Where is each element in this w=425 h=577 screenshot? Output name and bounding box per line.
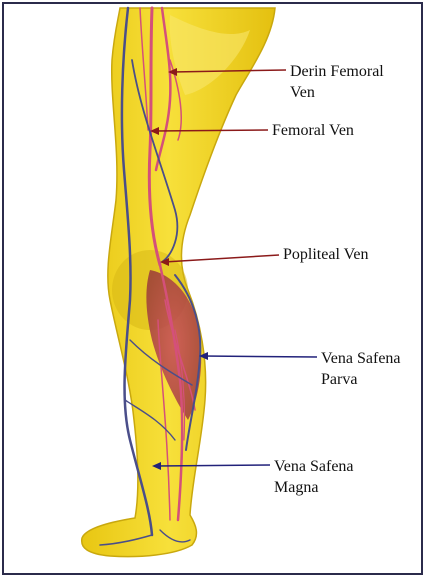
label-vena-safena-parva: Vena Safena Parva	[321, 348, 401, 390]
arrow-femoral	[154, 130, 268, 131]
label-popliteal-ven: Popliteal Ven	[283, 244, 368, 265]
label-vena-safena-magna: Vena Safena Magna	[274, 456, 354, 498]
label-derin-femoral-ven: Derin Femoral Ven	[290, 61, 384, 103]
arrow-safena-parva	[203, 356, 317, 357]
label-femoral-ven: Femoral Ven	[272, 120, 354, 141]
arrow-safena-magna	[156, 465, 270, 466]
